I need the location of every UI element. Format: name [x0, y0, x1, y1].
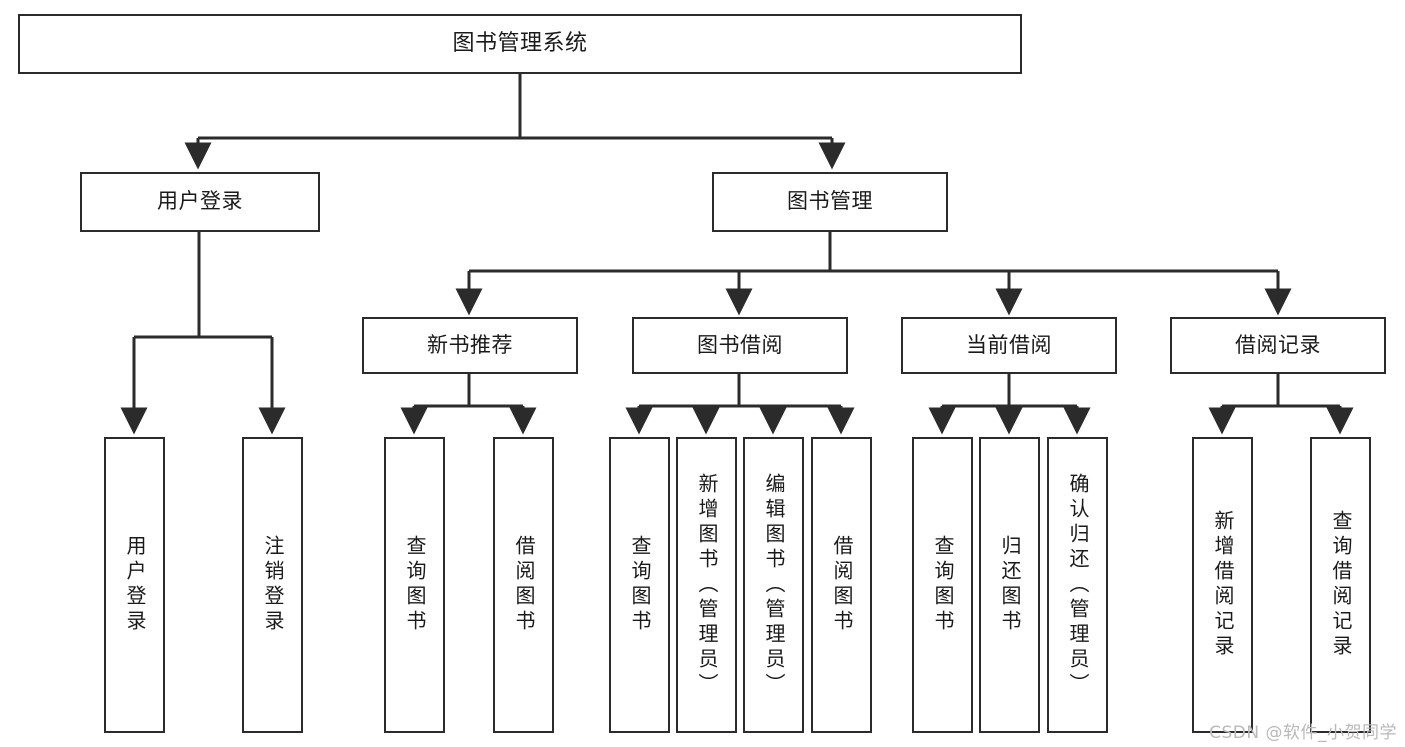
node-root-label: 图书管理系统	[452, 30, 588, 56]
node-borrow-record[interactable]: 借阅记录	[1170, 317, 1386, 374]
leaf-logout-login-label: 注销登录	[261, 535, 285, 635]
leaf-confirm-return[interactable]: 确认归还（管理员）	[1047, 437, 1108, 733]
node-root-system[interactable]: 图书管理系统	[18, 14, 1022, 74]
leaf-add-record-label: 新增借阅记录	[1211, 510, 1235, 660]
leaf-add-book-label: 新增图书（管理员）	[695, 472, 719, 698]
leaf-return-book[interactable]: 归还图书	[979, 437, 1040, 733]
leaf-query-book-1[interactable]: 查询图书	[384, 437, 445, 733]
leaf-user-login-label: 用户登录	[123, 535, 147, 635]
node-book-borrow[interactable]: 图书借阅	[632, 317, 848, 374]
leaf-query-book-3-label: 查询图书	[931, 535, 955, 635]
leaf-borrow-book-1[interactable]: 借阅图书	[493, 437, 554, 733]
leaf-add-book[interactable]: 新增图书（管理员）	[676, 437, 737, 733]
leaf-confirm-return-label: 确认归还（管理员）	[1066, 472, 1090, 698]
node-user-login[interactable]: 用户登录	[80, 172, 320, 232]
node-book-borrow-label: 图书借阅	[697, 332, 783, 357]
leaf-borrow-book-2-label: 借阅图书	[830, 535, 854, 635]
leaf-return-book-label: 归还图书	[998, 535, 1022, 635]
leaf-query-book-2[interactable]: 查询图书	[609, 437, 670, 733]
leaf-query-book-3[interactable]: 查询图书	[912, 437, 973, 733]
node-current-borrow[interactable]: 当前借阅	[901, 317, 1117, 374]
leaf-query-book-1-label: 查询图书	[403, 535, 427, 635]
leaf-borrow-book-2[interactable]: 借阅图书	[811, 437, 872, 733]
leaf-query-book-2-label: 查询图书	[628, 535, 652, 635]
node-new-book-recommend-label: 新书推荐	[427, 332, 513, 357]
node-borrow-record-label: 借阅记录	[1235, 332, 1321, 357]
leaf-user-login[interactable]: 用户登录	[104, 437, 165, 733]
node-book-manage-label: 图书管理	[787, 189, 873, 214]
leaf-edit-book-label: 编辑图书（管理员）	[762, 472, 786, 698]
node-current-borrow-label: 当前借阅	[966, 332, 1052, 357]
node-new-book-recommend[interactable]: 新书推荐	[362, 317, 578, 374]
node-book-manage[interactable]: 图书管理	[712, 172, 948, 232]
leaf-add-record[interactable]: 新增借阅记录	[1192, 437, 1253, 733]
leaf-query-record-label: 查询借阅记录	[1329, 510, 1353, 660]
watermark-text: CSDN @软件_小贺同学	[1209, 723, 1397, 743]
leaf-logout-login[interactable]: 注销登录	[242, 437, 303, 733]
leaf-borrow-book-1-label: 借阅图书	[512, 535, 536, 635]
leaf-edit-book[interactable]: 编辑图书（管理员）	[743, 437, 804, 733]
node-user-login-label: 用户登录	[157, 189, 243, 214]
leaf-query-record[interactable]: 查询借阅记录	[1310, 437, 1371, 733]
